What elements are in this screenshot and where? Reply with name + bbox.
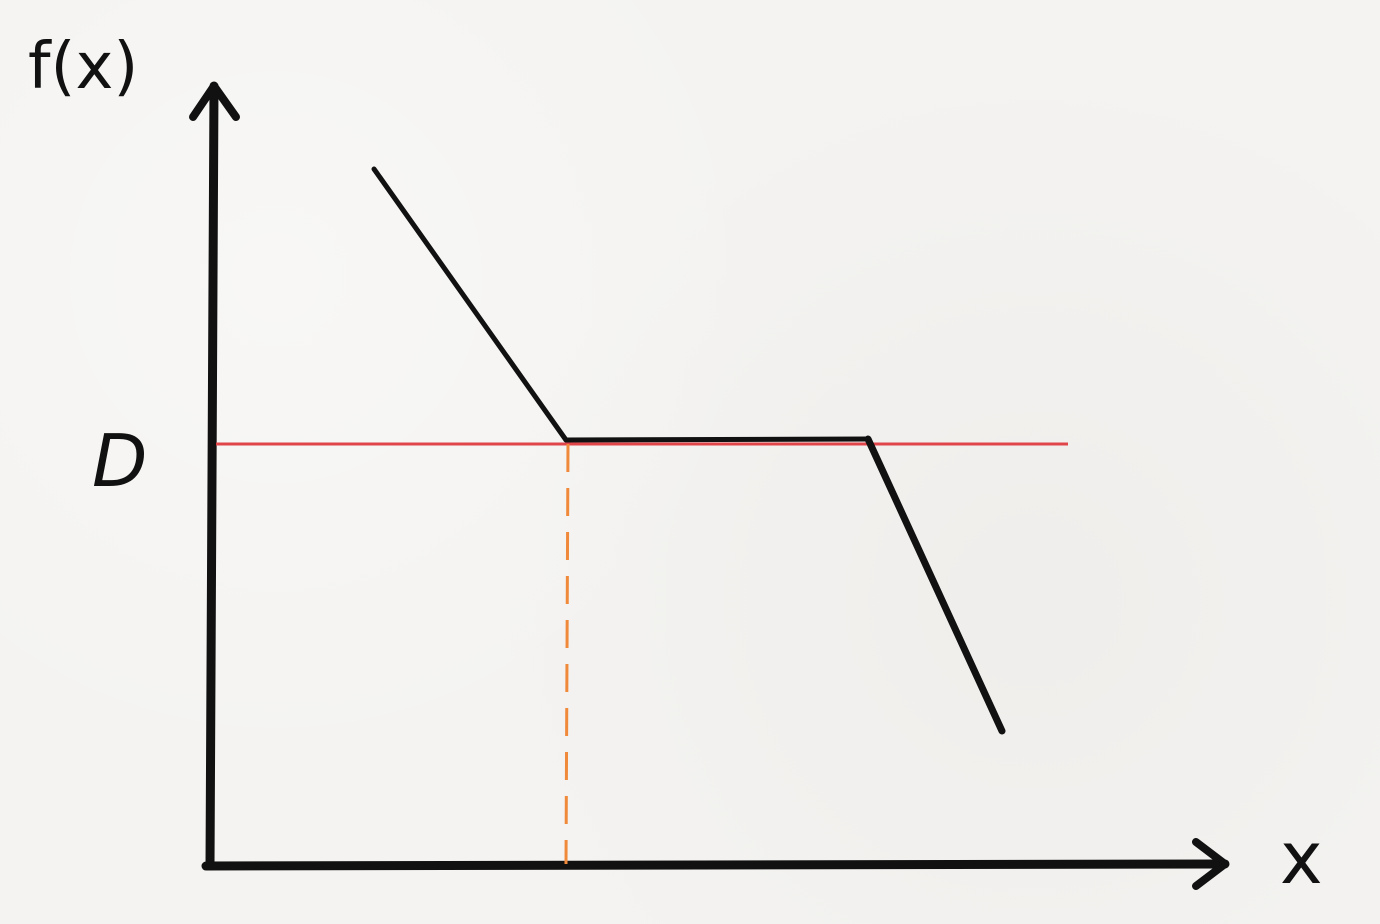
function-curve <box>371 166 1006 735</box>
y-axis-line <box>205 81 219 871</box>
x-axis-arrowhead <box>1192 838 1229 890</box>
descending-segment-left <box>371 166 569 443</box>
descending-segment-right <box>864 435 1006 735</box>
level-label-d: D <box>92 419 147 503</box>
y-axis <box>189 81 240 871</box>
x-axis-line <box>201 859 1230 871</box>
y-axis-label: f(x) <box>28 30 138 104</box>
x-axis <box>201 838 1230 890</box>
x-axis-label: x <box>1280 816 1323 900</box>
vertical-dashed-guide <box>564 443 570 865</box>
flat-segment <box>563 436 871 443</box>
y-axis-arrowhead <box>189 82 240 121</box>
